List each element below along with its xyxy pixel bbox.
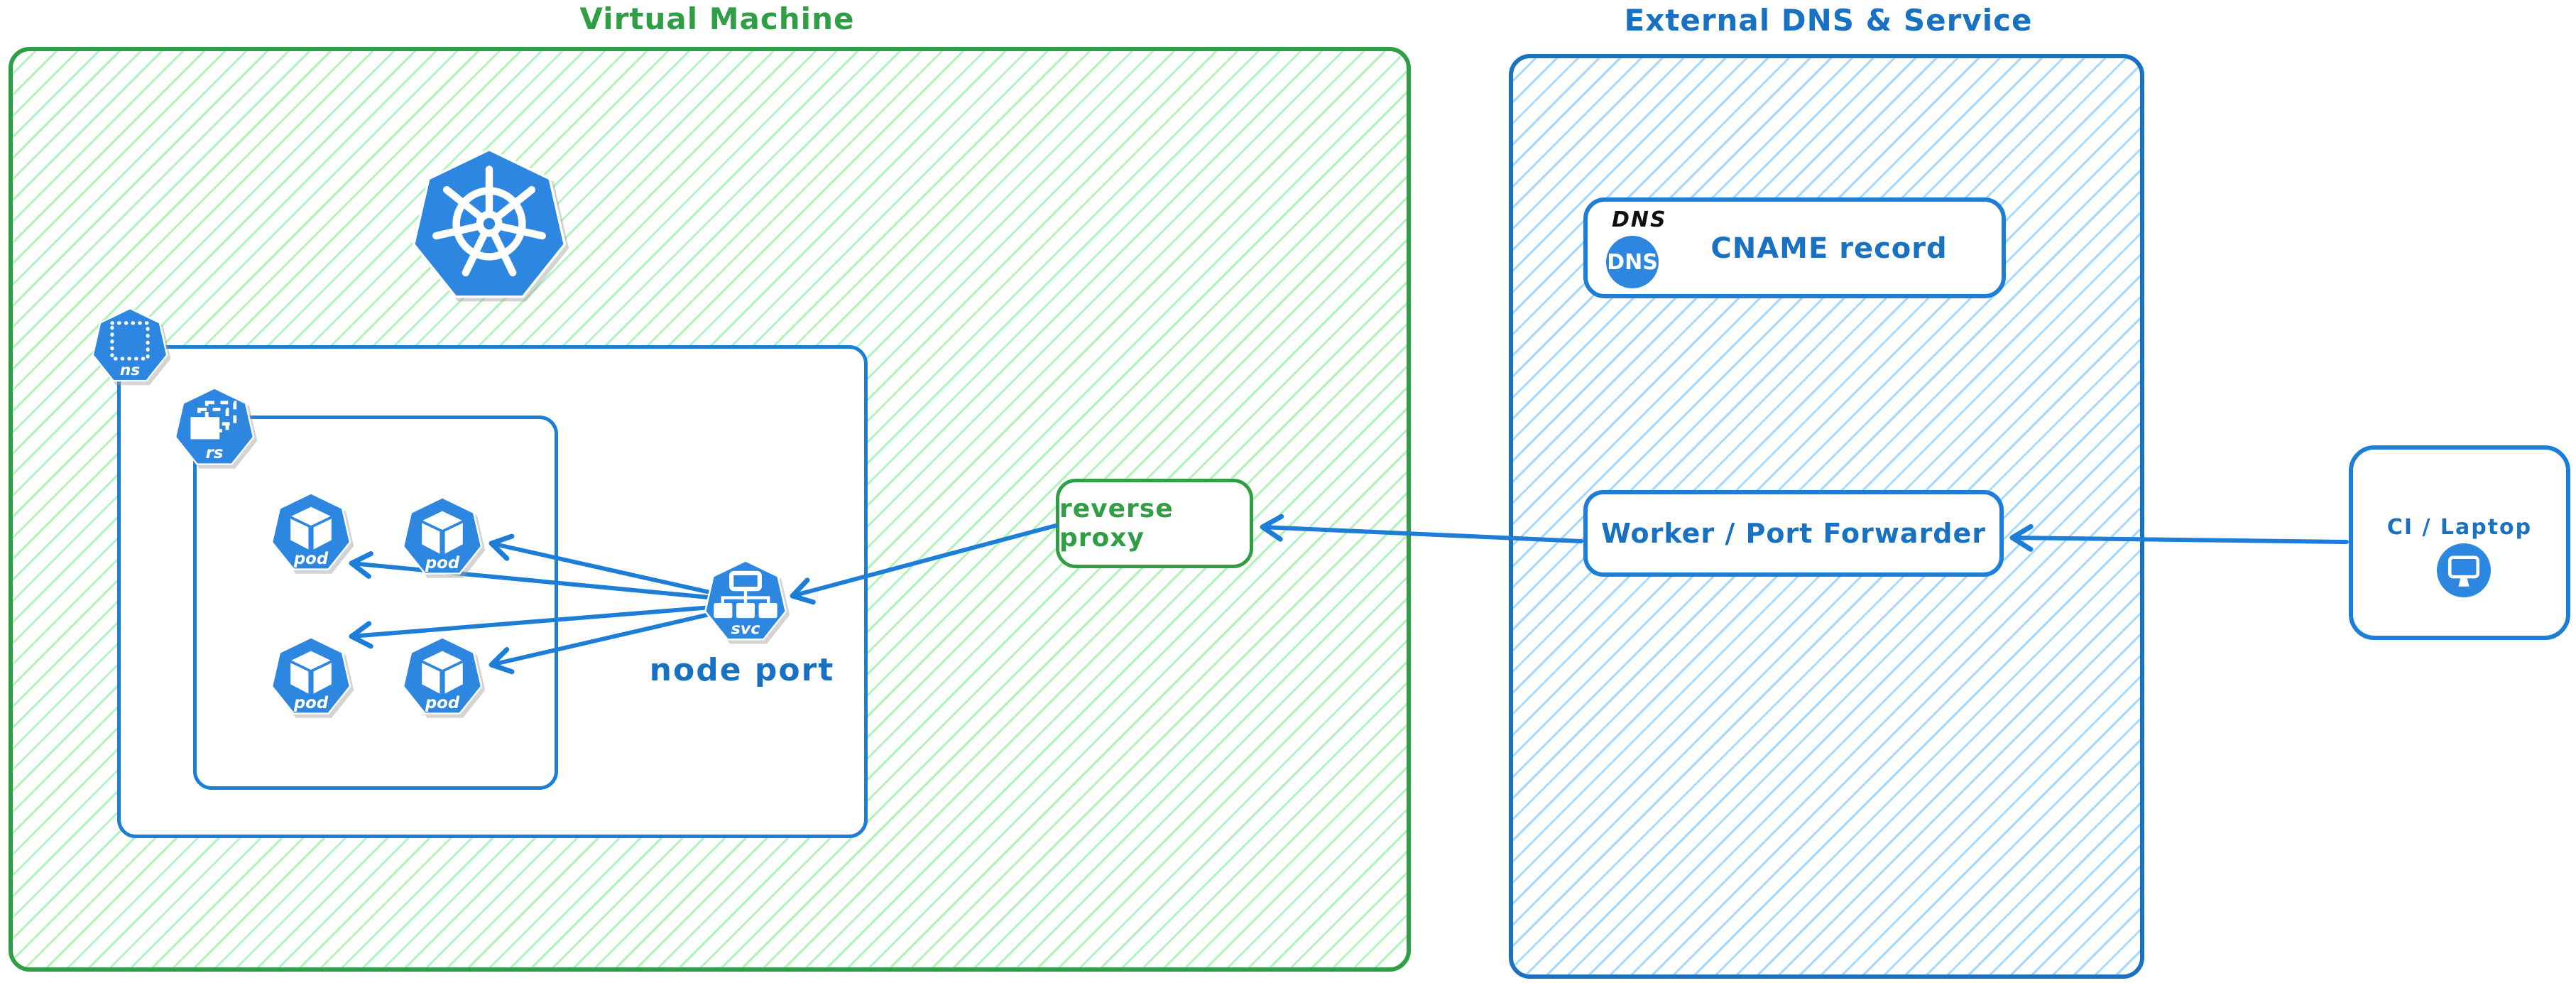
dns-group-label: DNS (1612, 207, 1667, 232)
replicaset-box[interactable] (193, 416, 558, 790)
arrow-svc-to-pod-1 (349, 551, 741, 602)
reverse-proxy-label: reverse proxy (1059, 494, 1174, 553)
arrow-svc-to-pod-2 (489, 533, 741, 601)
pod-icon-label: pod (293, 550, 329, 568)
namespace-icon[interactable]: ns (89, 307, 170, 388)
pod-icon-2[interactable]: pod (400, 496, 485, 581)
monitor-icon (2437, 543, 2491, 597)
kubernetes-logo-icon[interactable] (407, 146, 572, 311)
service-icon[interactable]: svc (702, 559, 790, 647)
pod-icon-1[interactable]: pod (268, 492, 354, 577)
arrow-worker-to-proxy (1260, 514, 1583, 543)
pod-icon-3[interactable]: pod (268, 636, 354, 721)
arrow-ci-to-worker (2009, 523, 2349, 552)
worker-label: Worker / Port Forwarder (1600, 518, 1987, 549)
arrow-svc-to-pod-4 (489, 606, 739, 675)
node-port-caption: node port (649, 652, 835, 688)
pod-icon-label: pod (293, 694, 329, 712)
dns-icon: DNS (1606, 236, 1659, 288)
dns-icon-text: DNS (1607, 249, 1658, 275)
pod-icon-label: pod (425, 554, 460, 572)
namespace-icon-label: ns (120, 362, 140, 379)
cname-record-label: CNAME record (1710, 232, 1948, 265)
dns-cname-node[interactable]: DNS DNS CNAME record (1583, 197, 2006, 298)
ci-laptop-node[interactable]: CI / Laptop (2349, 445, 2570, 640)
ci-laptop-label: CI / Laptop (2386, 515, 2533, 540)
arrow-proxy-to-svc (790, 523, 1058, 605)
replicaset-icon[interactable]: rs (172, 386, 257, 472)
external-region-title: External DNS & Service (1624, 3, 2033, 38)
reverse-proxy-node[interactable]: reverse proxy (1056, 479, 1253, 568)
replicaset-icon-label: rs (206, 444, 224, 462)
arrow-svc-to-pod-3 (349, 603, 739, 649)
pod-icon-4[interactable]: pod (400, 636, 485, 721)
worker-port-forwarder-node[interactable]: Worker / Port Forwarder (1583, 490, 2004, 577)
service-icon-label: svc (731, 619, 760, 638)
vm-region-title: Virtual Machine (579, 1, 855, 36)
pod-icon-label: pod (425, 694, 460, 712)
